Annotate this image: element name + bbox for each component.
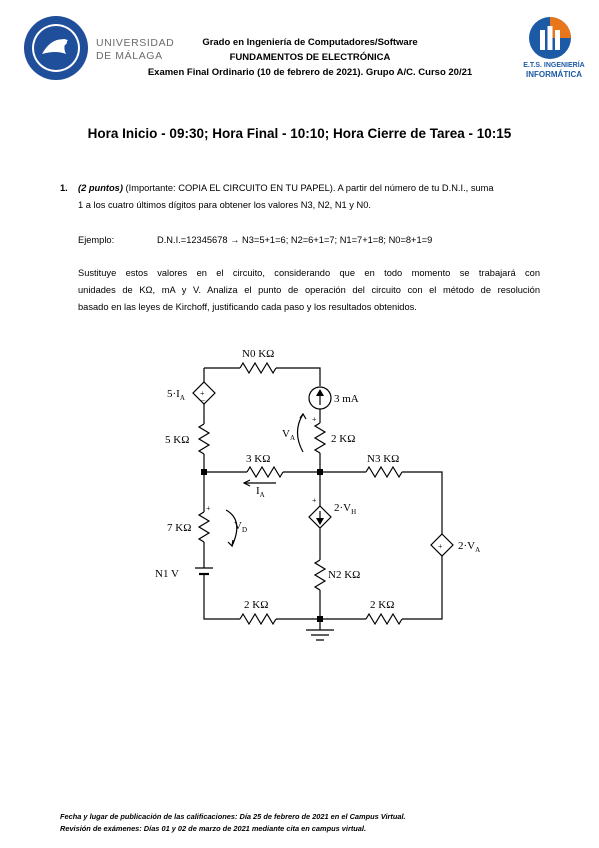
svg-text:−: −	[201, 396, 206, 405]
resistor-n0	[239, 361, 277, 375]
label-batt-n1: N1 V	[155, 568, 179, 580]
label-r-7k: 7 KΩ	[167, 522, 191, 534]
footer-review: Revisión de exámenes: Días 01 y 02 de ma…	[60, 824, 367, 833]
label-r-n2: N2 KΩ	[328, 569, 360, 581]
school-name-line2: INFORMÁTICA	[526, 70, 582, 79]
label-r-5k: 5 KΩ	[165, 434, 189, 446]
label-r-3k: 3 KΩ	[246, 453, 270, 465]
label-ia: IA	[256, 485, 265, 499]
question-intro: (2 puntos) (Importante: COPIA EL CIRCUIT…	[78, 180, 548, 197]
label-va: VA	[282, 428, 295, 442]
svg-text:+: +	[312, 496, 317, 505]
question-intro-rest: (Importante: COPIA EL CIRCUITO EN TU PAP…	[122, 183, 494, 193]
resistor-2k-br	[365, 612, 403, 626]
question-intro-line2: 1 a los cuatro últimos dígitos para obte…	[78, 200, 371, 210]
wire-left-bottom	[203, 574, 240, 620]
wire-top-right	[276, 367, 321, 386]
example-label: Ejemplo:	[78, 235, 115, 245]
label-vd: VD	[234, 520, 247, 534]
label-src-2va: 2·VA	[458, 540, 480, 554]
university-seal-logo	[22, 14, 90, 82]
instruction-line3: basado en las leyes de Kirchoff, justifi…	[78, 302, 417, 312]
svg-text:+: +	[312, 415, 317, 424]
header-subject: FUNDAMENTOS DE ELECTRÓNICA	[229, 52, 391, 63]
vd-arrow	[225, 509, 238, 547]
va-arrow	[296, 413, 304, 453]
label-r-2k-br: 2 KΩ	[370, 599, 394, 611]
node-ground	[317, 616, 323, 622]
resistor-7k	[197, 511, 211, 543]
university-name-line2: DE MÁLAGA	[96, 50, 163, 62]
resistor-n2	[313, 559, 327, 591]
header-exam: Examen Final Ordinario (10 de febrero de…	[147, 67, 473, 78]
node-center	[317, 469, 323, 475]
instruction-line2: unidades de KΩ, mA y V. Analiza el punto…	[78, 285, 540, 295]
resistor-n3	[365, 465, 403, 479]
resistor-5k	[197, 423, 211, 455]
resistor-3k	[246, 465, 284, 479]
exam-schedule-title: Hora Inicio - 09:30; Hora Final - 10:10;…	[87, 126, 512, 141]
label-src-5ia: 5·IA	[167, 388, 185, 402]
node-left	[201, 469, 207, 475]
resistor-2k-bl	[239, 612, 277, 626]
svg-text:+: +	[206, 504, 211, 513]
label-r-2k-top: 2 KΩ	[331, 433, 355, 445]
label-src-2vh: 2·VH	[334, 502, 356, 516]
resistor-2k-top	[313, 422, 327, 454]
label-r-2k-bl: 2 KΩ	[244, 599, 268, 611]
question-number: 1.	[60, 183, 68, 193]
label-r-n0: N0 KΩ	[242, 348, 274, 360]
wire-right-down	[402, 556, 443, 620]
label-src-3ma: 3 mA	[334, 393, 359, 405]
school-logo	[528, 16, 572, 60]
svg-text:+: +	[438, 542, 443, 551]
instruction-line1: Sustituye estos valores en el circuito, …	[78, 268, 540, 278]
footer-publication: Fecha y lugar de publicación de las cali…	[60, 812, 406, 821]
school-name-line1: E.T.S. INGENIERÍA	[523, 62, 585, 69]
ground-symbol	[306, 629, 334, 641]
header-degree: Grado en Ingeniería de Computadores/Soft…	[202, 37, 418, 48]
svg-text:+: +	[200, 389, 205, 398]
label-r-n3: N3 KΩ	[367, 453, 399, 465]
wire-mid-right	[402, 471, 443, 534]
question-points: (2 puntos)	[78, 183, 123, 193]
example-value: D.N.I.=12345678 → N3=5+1=6; N2=6+1=7; N1…	[157, 235, 433, 245]
university-name-line1: UNIVERSIDAD	[96, 37, 175, 49]
